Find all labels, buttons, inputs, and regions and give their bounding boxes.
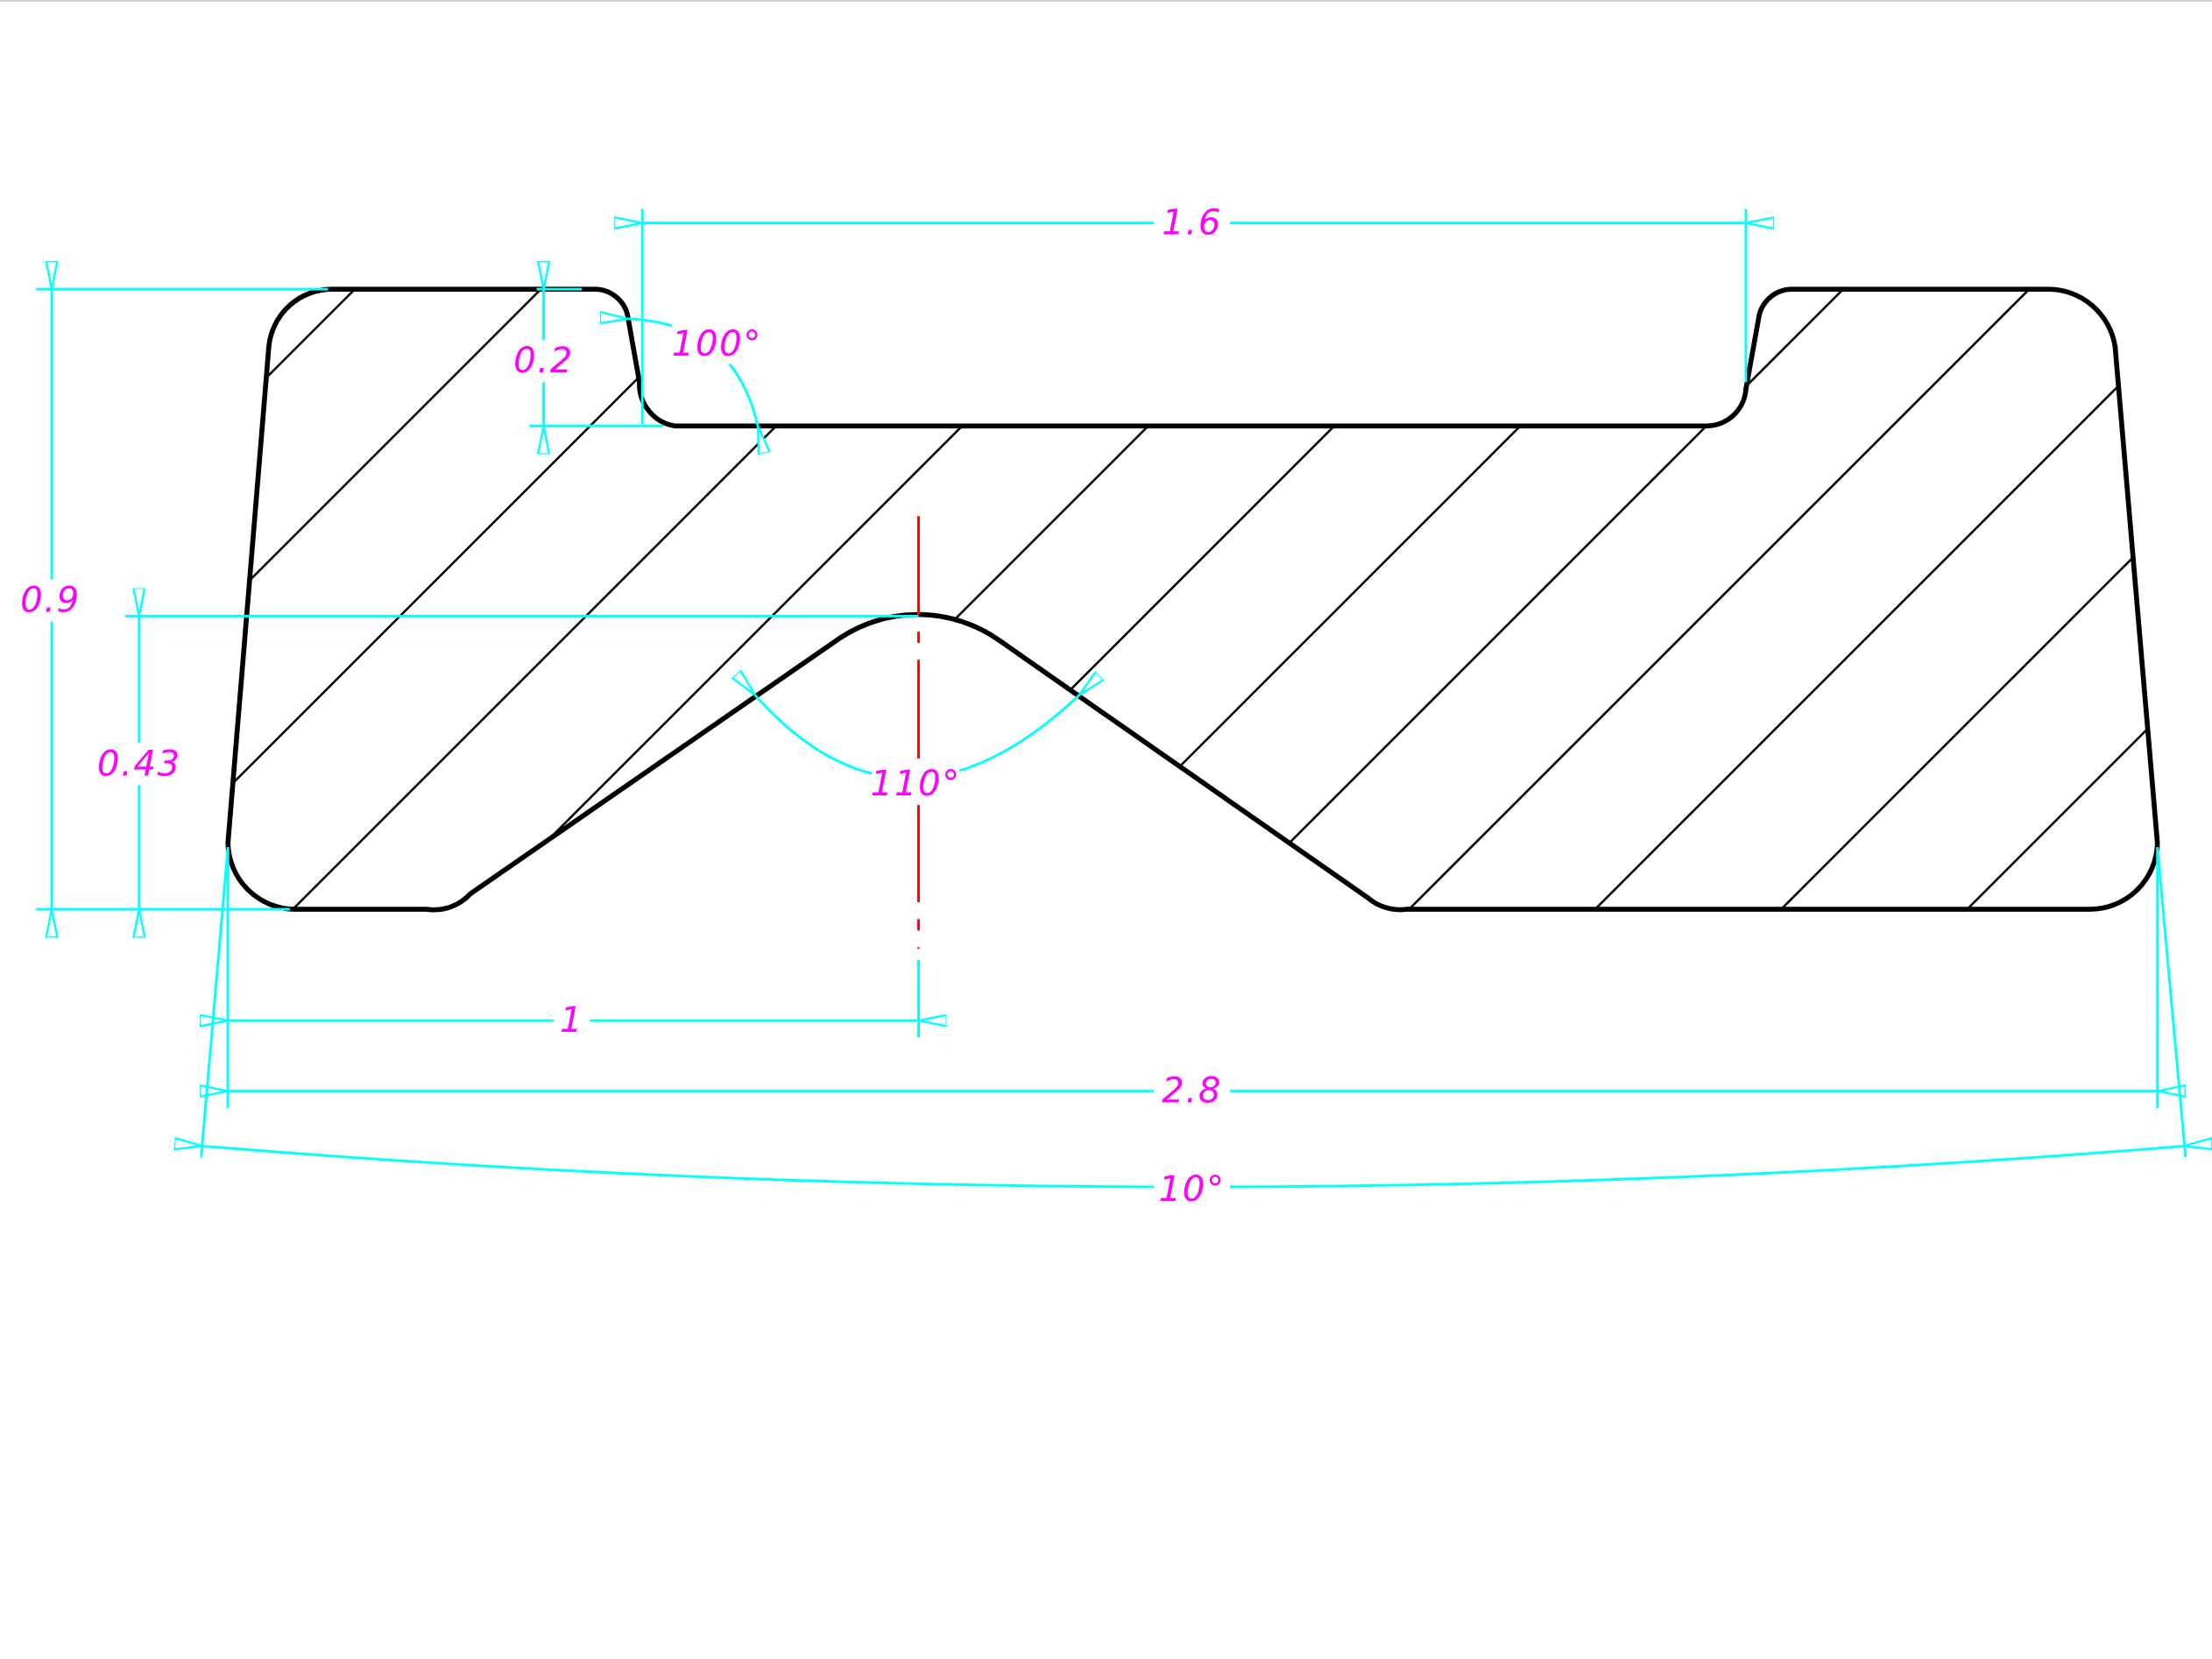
- hatch-line: [1244, 289, 2158, 910]
- dimension-label: 0.2: [513, 341, 574, 381]
- dimension-label: 1.6: [1162, 203, 1222, 244]
- hatch-line: [1802, 289, 2158, 910]
- dimension-overall-width: 2.8: [228, 847, 2158, 1112]
- dimension-slot-depth: 0.2: [505, 289, 664, 426]
- dimension-overall-height: 0.9: [12, 289, 329, 909]
- hatch-line: [1989, 289, 2158, 910]
- dimension-label: 10°: [1159, 1169, 1226, 1210]
- section-hatching: [228, 289, 2158, 910]
- dimension-top-slot-width: 1.6: [642, 203, 1746, 425]
- hatch-line: [1616, 289, 2158, 910]
- dimension-label: 110°: [871, 764, 961, 804]
- part-section-outline: [225, 286, 2160, 913]
- dimension-label: 100°: [672, 324, 762, 364]
- hatch-line: [228, 289, 689, 910]
- dimension-label: 1: [560, 1000, 583, 1041]
- dimension-label: 2.8: [1162, 1071, 1222, 1112]
- hatch-line: [314, 289, 1247, 910]
- dimension-label: 0.43: [97, 744, 181, 784]
- dimension-groove-angle: 110°: [755, 695, 1079, 806]
- hatch-line: [228, 289, 503, 910]
- dimension-side-taper-angle: 10°: [201, 847, 2186, 1211]
- dimension-groove-offset: 1: [228, 847, 918, 1041]
- hatch-line: [1431, 289, 2158, 910]
- hatch-line: [228, 289, 874, 910]
- hatch-line: [686, 289, 1619, 910]
- hatch-line: [873, 289, 1805, 910]
- hatch-line: [500, 289, 1433, 910]
- dimension-groove-height: 0.43: [88, 616, 919, 909]
- hatch-line: [1058, 289, 1991, 910]
- hatch-line: [228, 289, 1061, 910]
- dimension-slot-wall-angle: 100°: [628, 319, 762, 426]
- dimension-label: 0.9: [20, 581, 81, 621]
